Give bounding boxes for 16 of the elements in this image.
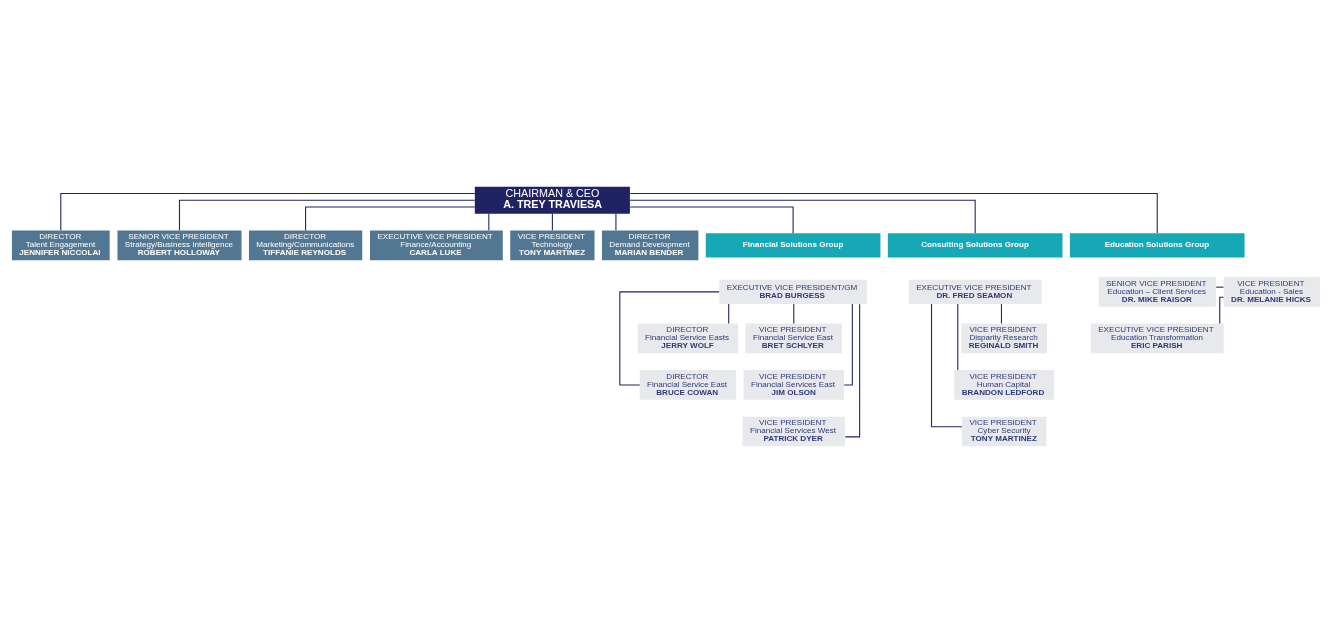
connector: [1000, 303, 1002, 324]
connector: [957, 303, 959, 371]
connector: [793, 303, 795, 324]
connector: [843, 303, 853, 385]
connector: [305, 205, 476, 231]
connector: [178, 199, 476, 231]
connector: [629, 192, 1158, 234]
connector: [728, 303, 730, 324]
connector: [930, 303, 963, 427]
connector: [629, 205, 794, 234]
connector: [629, 199, 976, 234]
connector: [619, 290, 720, 385]
node-box: CHAIRMAN & CEO A. TREY TRAVIESA: [474, 186, 630, 214]
connector: [1219, 296, 1225, 324]
connector: [615, 212, 617, 231]
connector: [60, 192, 476, 231]
